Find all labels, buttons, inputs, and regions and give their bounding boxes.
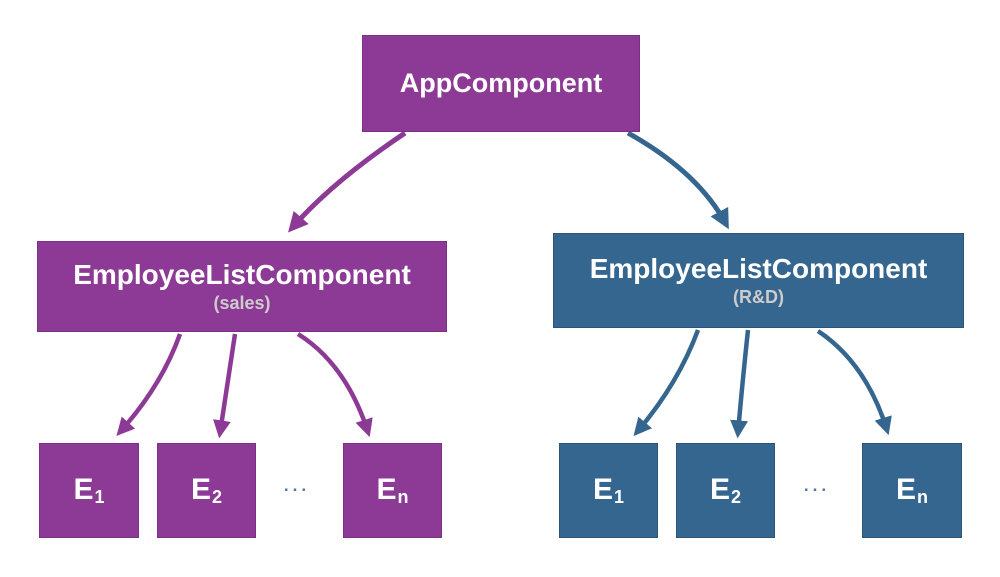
- arrow-sales-to-e2: [213, 333, 238, 439]
- employee-list-rnd-title: EmployeeListComponent: [589, 253, 928, 285]
- employee-box-rnd-1: E1: [559, 443, 658, 538]
- employee-box-rnd-2: E2: [676, 443, 775, 538]
- employee-box-sales-n: En: [343, 443, 442, 538]
- arrow-sales-to-en: [296, 332, 373, 438]
- employee-label: E1: [592, 473, 625, 507]
- employee-box-rnd-n: En: [862, 443, 962, 538]
- ellipsis-rnd: ...: [803, 476, 831, 495]
- employee-list-rnd-box: EmployeeListComponent (R&D): [553, 233, 964, 328]
- arrow-root-to-rnd: [626, 130, 729, 230]
- employee-box-sales-2: E2: [157, 443, 256, 538]
- ellipsis-sales: ...: [283, 476, 311, 495]
- arrow-rnd-to-en: [816, 329, 892, 436]
- employee-list-sales-box: EmployeeListComponent (sales): [37, 241, 447, 332]
- arrow-root-to-sales: [288, 130, 407, 233]
- arrow-sales-to-e1: [116, 333, 183, 437]
- employee-label: E1: [73, 473, 105, 507]
- employee-label: E2: [709, 473, 742, 507]
- app-component-label: AppComponent: [399, 68, 603, 98]
- employee-list-rnd-subtitle: (R&D): [733, 287, 784, 308]
- arrow-rnd-to-e1: [633, 329, 701, 437]
- employee-label: En: [895, 473, 928, 507]
- employee-label: E2: [190, 473, 223, 507]
- app-component-box: AppComponent: [362, 35, 640, 132]
- employee-label: En: [376, 473, 409, 507]
- employee-list-sales-subtitle: (sales): [213, 293, 271, 314]
- arrow-rnd-to-e2: [730, 329, 751, 439]
- employee-list-sales-title: EmployeeListComponent: [73, 259, 411, 291]
- employee-box-sales-1: E1: [39, 443, 139, 538]
